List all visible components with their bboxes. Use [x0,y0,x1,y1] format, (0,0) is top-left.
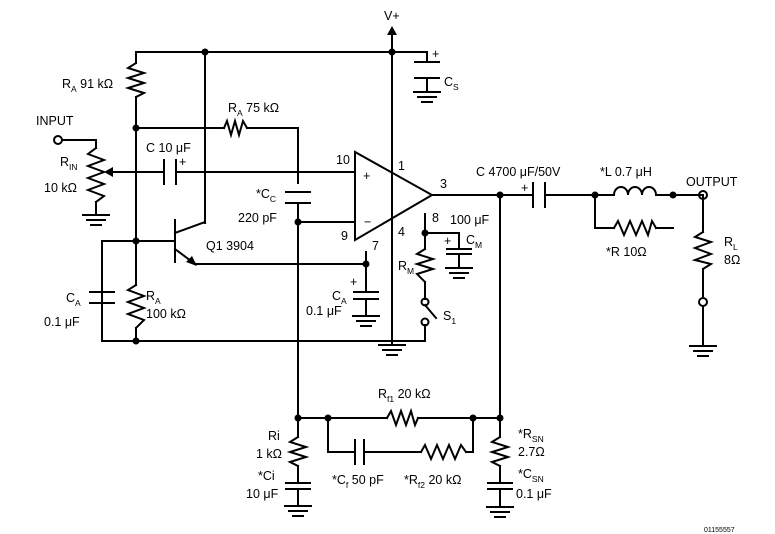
ground-symbol [378,344,406,356]
inductor-label: *L 0.7 μH [600,165,652,179]
ra-91k-label: RA 91 kΩ [62,77,113,94]
rf1-label: Rf1 20 kΩ [378,387,431,404]
capacitor-cm [446,248,472,255]
resistor-ra-75k [222,117,249,139]
rm-label: RM [398,259,414,276]
ra-100k-label: RA [146,289,161,306]
ground-symbol [689,345,717,357]
ci-label: *Ci [258,469,275,483]
capacitors [89,61,546,490]
vplus-label: V+ [384,9,400,23]
ground-symbol [445,267,473,279]
ground-symbol [82,214,110,226]
resistor-ri [286,435,310,468]
csn-value: 0.1 μF [516,487,552,501]
input-label: INPUT [36,114,74,128]
ground-symbol [352,315,380,327]
resistor-rm [413,247,437,284]
capacitor-ca-left [89,291,115,304]
resistor-r-10 [612,218,658,238]
capacitor-ca-mid [353,291,379,300]
pin-3: 3 [440,177,447,191]
capacitor-cc [285,191,311,204]
rl-label: RL [724,235,738,252]
c-out-plus: + [521,181,528,195]
capacitor-csn [487,482,513,490]
opamp-plus-input: + [363,169,370,183]
resistor-rf1 [385,407,420,428]
potentiometer-rin [85,146,107,204]
resistor-rf2 [419,442,468,462]
capacitor-c-in [163,159,177,185]
ca-left-value: 0.1 μF [44,315,80,329]
capacitor-c-out [532,182,546,208]
switch-s1 [420,297,438,327]
ground-symbol [284,505,312,517]
resistor-rsn [488,435,512,468]
pin-4: 4 [398,225,405,239]
grounds [82,91,717,518]
resistor-ra-91k [124,61,148,99]
ca-mid-value: 0.1 μF [306,304,342,318]
r-10-label: *R 10Ω [606,245,647,259]
cc-value: 220 pF [238,211,277,225]
c-in-plus: + [179,155,186,169]
transistor-q1 [173,219,207,266]
opamp-minus-input: − [364,215,371,229]
ca-mid-label: CA [332,289,347,306]
cm-label: CM [466,233,482,250]
ra-75k-label: RA 75 kΩ [228,101,279,118]
ca-mid-plus: + [350,275,357,289]
resistor-ra-100k [125,283,147,330]
rl-value: 8Ω [724,253,740,267]
cs-label: CS [444,75,459,92]
rsn-value: 2.7Ω [518,445,545,459]
rsn-label: *RSN [518,427,544,444]
vplus-arrow [387,26,397,35]
inductor-l [594,186,674,196]
ra-100k-value: 100 kΩ [146,307,186,321]
ri-label: Ri [268,429,280,443]
cm-value: 100 μF [450,213,490,227]
junction-dots [132,48,677,422]
pin-9: 9 [341,229,348,243]
pin-7: 7 [372,239,379,253]
cc-label: *CC [256,187,276,204]
cs-plus: + [432,47,439,61]
c-out-label: C 4700 μF/50V [476,165,561,179]
c-in-label: C 10 μF [146,141,191,155]
cf-label: *Cf 50 pF [332,473,384,490]
ci-value: 10 μF [246,487,279,501]
ri-value: 1 kΩ [256,447,282,461]
csn-label: *CSN [518,467,544,484]
resistors [85,61,715,468]
ca-left-label: CA [66,291,81,308]
pin-8: 8 [432,211,439,225]
potentiometer-wiper-arrow [104,167,113,177]
output-label: OUTPUT [686,175,738,189]
ground-symbol [413,91,441,103]
capacitor-cf [354,439,365,465]
rin-label: RIN [60,155,78,172]
pin-10: 10 [336,153,350,167]
wires [61,34,704,508]
rin-value: 10 kΩ [44,181,77,195]
terminals [53,135,708,307]
capacitor-ci [285,482,311,490]
ground-symbol [486,506,514,518]
rf2-label: *Rf2 20 kΩ [404,473,461,490]
pin-1: 1 [398,159,405,173]
s1-label: S1 [443,309,456,326]
resistor-rl [691,230,715,271]
figure-id: 01155557 [704,527,735,534]
op-amp [354,150,435,242]
q1-label: Q1 3904 [206,239,254,253]
capacitor-cs [414,61,440,79]
cm-plus: + [444,234,451,248]
